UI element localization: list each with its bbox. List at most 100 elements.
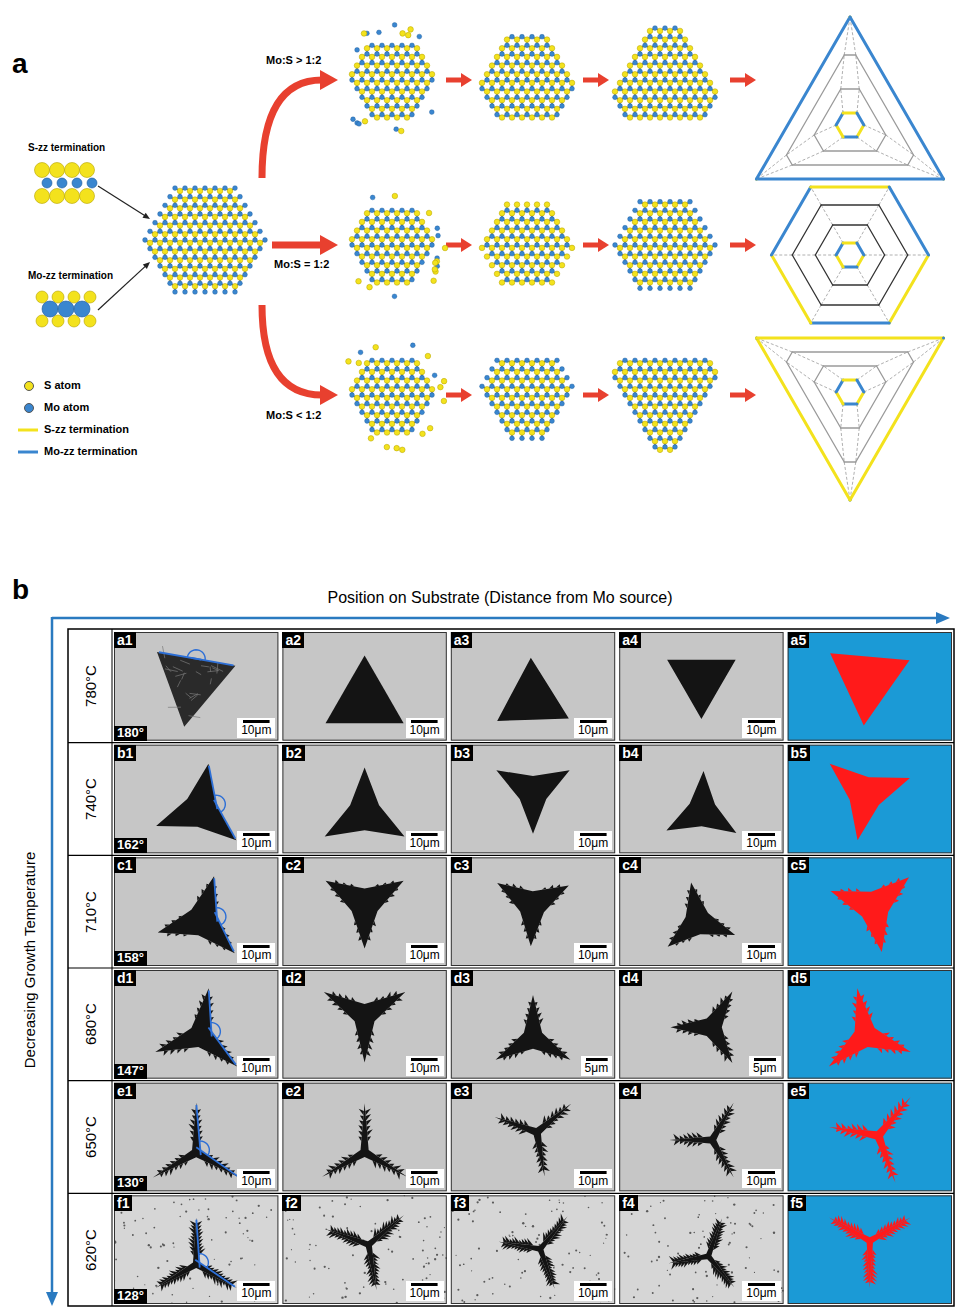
s-atom <box>524 271 530 277</box>
mo-atom <box>663 78 668 83</box>
mo-atom <box>380 78 385 83</box>
arrow-head <box>142 213 150 219</box>
s-atom <box>622 89 628 95</box>
s-atom <box>177 223 183 229</box>
s-atom <box>252 231 258 237</box>
mo-atom <box>540 217 545 222</box>
s-atom <box>667 97 673 103</box>
mo-atom <box>380 95 385 100</box>
s-atom <box>409 106 415 112</box>
pointer-line <box>98 186 146 216</box>
mo-atom <box>228 194 233 199</box>
mo-atom <box>415 69 420 74</box>
s-atom <box>519 63 525 69</box>
s-atom <box>68 315 80 327</box>
mo-atom <box>258 246 263 251</box>
mo-atom <box>505 208 510 213</box>
s-atom <box>237 257 243 263</box>
s-atom <box>559 97 565 103</box>
s-atom <box>177 257 183 263</box>
mo-atom <box>143 238 148 243</box>
mo-atom <box>683 112 688 117</box>
s-atom <box>514 54 520 60</box>
mo-atom <box>540 269 545 274</box>
mo-atom <box>400 225 405 230</box>
mo-atom <box>370 78 375 83</box>
mo-atom <box>218 281 223 286</box>
s-atom <box>394 45 400 51</box>
mo-atom <box>213 272 218 277</box>
mo-atom <box>530 251 535 256</box>
s-atom <box>404 45 410 51</box>
mo-atom <box>385 52 390 57</box>
mo-atom <box>377 30 382 35</box>
arrow-head <box>745 238 756 252</box>
s-atom <box>35 189 50 204</box>
s-atom <box>677 28 683 34</box>
mo-atom <box>183 220 188 225</box>
s-zz-sketch <box>35 163 98 204</box>
s-atom <box>499 63 505 69</box>
mo-atom <box>173 220 178 225</box>
s-atom <box>349 236 355 242</box>
s-atom <box>399 271 405 277</box>
mo-atom <box>698 104 703 109</box>
s-atom <box>192 231 198 237</box>
s-atom <box>489 245 495 251</box>
s-atom <box>369 236 375 242</box>
mo-atom <box>410 260 415 265</box>
s-atom <box>657 97 663 103</box>
mo-atom <box>643 43 648 48</box>
s-atom <box>207 240 213 246</box>
s-atom <box>409 89 415 95</box>
mos2-lattice <box>143 186 268 295</box>
mo-atom <box>390 277 395 282</box>
s-atom <box>379 254 385 260</box>
mo-atom <box>658 52 663 57</box>
mo-atom <box>673 95 678 100</box>
s-atom <box>177 205 183 211</box>
s-atom <box>442 245 448 251</box>
mo-atom <box>163 203 168 208</box>
s-atom <box>642 71 648 77</box>
mos2-lattice <box>349 193 448 299</box>
s-atom <box>549 115 555 121</box>
mo-atom <box>520 69 525 74</box>
s-atom <box>617 80 623 86</box>
mo-atom <box>233 272 238 277</box>
s-atom <box>367 284 373 290</box>
mo-atom <box>693 60 698 65</box>
s-atom <box>404 210 410 216</box>
s-atom <box>237 275 243 281</box>
mo-atom <box>417 34 422 39</box>
mo-atom <box>545 60 550 65</box>
mo-atom <box>623 112 628 117</box>
mo-atom <box>173 272 178 277</box>
mo-atom <box>203 238 208 243</box>
mo-atom <box>183 272 188 277</box>
mo-atom <box>360 78 365 83</box>
mo-atom <box>638 86 643 91</box>
mo-atom <box>535 260 540 265</box>
mo-atom <box>535 243 540 248</box>
s-atom <box>499 210 505 216</box>
mo-atom <box>203 186 208 191</box>
s-atom <box>554 106 560 112</box>
mo-atom <box>555 225 560 230</box>
s-atom <box>232 197 238 203</box>
mo-atom <box>505 60 510 65</box>
mo-atom <box>658 34 663 39</box>
mo-atom <box>420 260 425 265</box>
mo-atom <box>698 86 703 91</box>
s-atom <box>409 54 415 60</box>
s-atom <box>242 231 248 237</box>
mo-atom <box>400 277 405 282</box>
mo-atom <box>203 255 208 260</box>
s-atom <box>424 63 430 69</box>
mo-atom <box>375 217 380 222</box>
s-atom <box>544 219 550 225</box>
s-atom <box>697 63 703 69</box>
s-atom <box>559 228 565 234</box>
mo-atom <box>390 208 395 213</box>
s-atom <box>514 37 520 43</box>
